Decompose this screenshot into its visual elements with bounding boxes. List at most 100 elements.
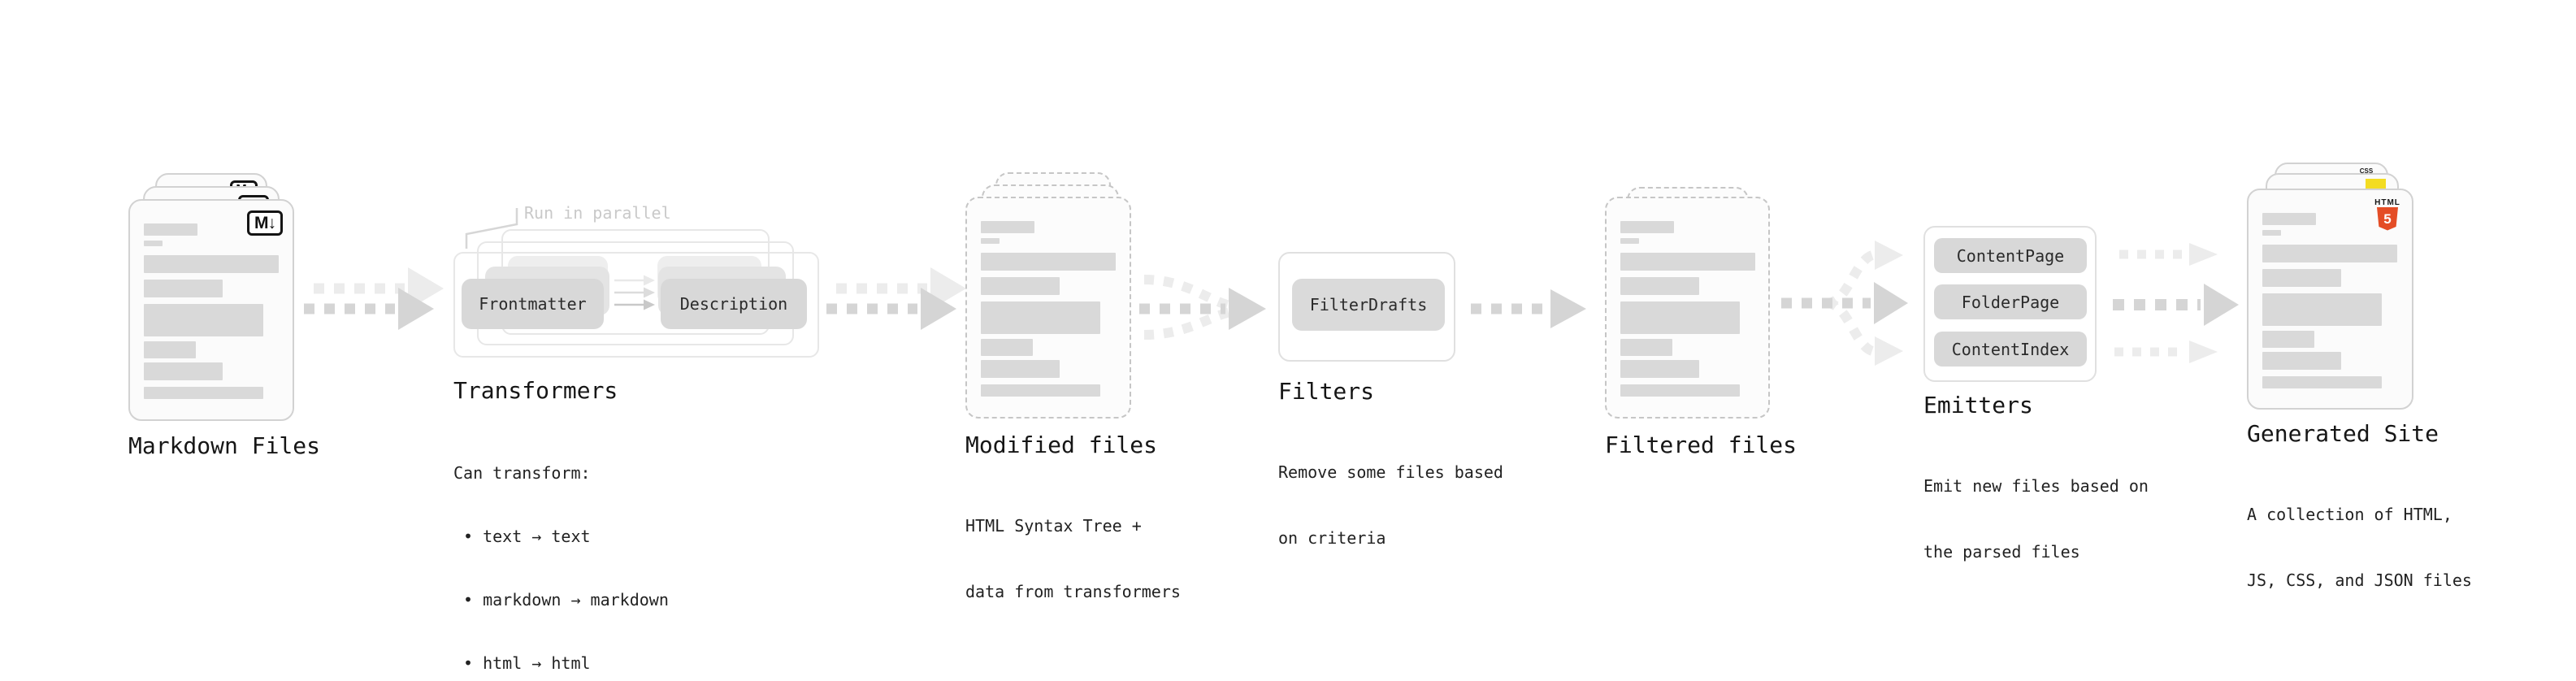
text-line-bar — [1620, 384, 1740, 397]
stage-filters: FilterDrafts Filters Remove some files b… — [1278, 252, 1522, 593]
stage-title: Markdown Files — [128, 432, 321, 459]
desc-line: on criteria — [1278, 528, 1386, 548]
emitter-plugin-box: ContentIndex — [1934, 332, 2087, 367]
stage-transformers: Run in parallel Frontmatter Descr — [453, 203, 835, 681]
text-line-bar — [144, 255, 279, 273]
arrow-fanout-filtered-to-emitters — [1781, 241, 1908, 366]
desc-bullet: • text → text — [463, 527, 591, 546]
desc-line: JS, CSS, and JSON files — [2247, 570, 2472, 590]
stage-markdown-files: M↓ M↓ M↓ Markdown Files — [128, 173, 388, 459]
text-line-bar — [2262, 245, 2397, 262]
arrows-emitters-to-generated — [2113, 243, 2239, 363]
svg-text:HTML: HTML — [2374, 198, 2400, 207]
file-content-placeholder — [981, 198, 1118, 397]
frontmatter-plugin-box: Frontmatter — [462, 279, 604, 329]
stage-description: Can transform: • text → text • markdown … — [453, 420, 835, 681]
filtered-files-stack — [1605, 187, 1865, 419]
stage-modified-files: Modified files HTML Syntax Tree + data f… — [965, 172, 1225, 647]
text-line-bar — [2262, 376, 2382, 388]
svg-text:5: 5 — [2383, 211, 2391, 227]
text-line-bar — [1620, 339, 1672, 356]
stage-generated-site: CSS HTML 5 — [2247, 163, 2539, 635]
svg-text:CSS: CSS — [2360, 167, 2374, 175]
text-line-bar — [981, 253, 1116, 271]
desc-line: A collection of HTML, — [2247, 505, 2452, 524]
plugin-arrow — [614, 275, 655, 286]
text-line-bar — [1620, 238, 1639, 244]
text-line-bar — [144, 304, 263, 336]
desc-line: HTML Syntax Tree + — [965, 516, 1142, 536]
plugin-arrow — [614, 287, 655, 298]
text-line-bar — [981, 238, 1000, 244]
transformer-layer-front — [453, 252, 819, 358]
emitters-graphic: ContentPage FolderPage ContentIndex — [1923, 226, 2167, 382]
text-line-bar — [1620, 277, 1699, 295]
text-line-bar — [2262, 331, 2314, 348]
text-line-bar — [981, 339, 1033, 356]
text-line-bar — [981, 384, 1100, 397]
text-line-bar — [144, 223, 197, 236]
filterdrafts-plugin-box: FilterDrafts — [1292, 279, 1445, 331]
transformer-layers-stack: Frontmatter Description — [453, 229, 819, 358]
desc-line: Can transform: — [453, 463, 591, 483]
transformers-graphic: Run in parallel Frontmatter Descr — [453, 203, 835, 358]
desc-line: Emit new files based on — [1923, 476, 2149, 496]
arrow-transformers-to-modified — [826, 267, 966, 330]
stage-title: Filtered files — [1605, 432, 1798, 458]
markdown-files-stack: M↓ M↓ M↓ — [128, 173, 388, 421]
filtered-file-card-front — [1605, 197, 1770, 419]
modified-files-stack — [965, 172, 1225, 419]
text-line-bar — [144, 241, 163, 246]
text-line-bar — [1620, 221, 1674, 233]
text-line-bar — [1620, 360, 1699, 378]
markdown-file-card-front: M↓ — [128, 199, 294, 421]
file-content-placeholder — [144, 201, 281, 399]
text-line-bar — [144, 280, 223, 297]
arrow-merge-modified-to-filters — [1139, 275, 1266, 340]
text-line-bar — [1620, 253, 1755, 271]
text-line-bar — [981, 360, 1060, 378]
stage-description: HTML Syntax Tree + data from transformer… — [965, 471, 1225, 647]
text-line-bar — [2262, 213, 2316, 225]
filters-graphic: FilterDrafts — [1278, 252, 1522, 362]
text-line-bar — [981, 277, 1060, 295]
generated-site-stack: CSS HTML 5 — [2247, 163, 2539, 410]
text-line-bar — [2262, 269, 2341, 287]
stage-description: Emit new files based on the parsed files — [1923, 432, 2167, 607]
run-in-parallel-label: Run in parallel — [524, 203, 671, 223]
callout-line — [465, 208, 518, 249]
arrow-markdown-to-transformers — [304, 267, 444, 330]
text-line-bar — [144, 387, 263, 399]
modified-file-card-front — [965, 197, 1131, 419]
text-line-bar — [2262, 230, 2281, 236]
stage-emitters: ContentPage FolderPage ContentIndex Emit… — [1923, 226, 2167, 607]
desc-bullet: • html → html — [463, 653, 591, 673]
stage-filtered-files: Filtered files — [1605, 187, 1865, 458]
html5-icon: HTML 5 — [2374, 198, 2400, 231]
desc-bullet: • markdown → markdown — [463, 590, 669, 609]
desc-line: data from transformers — [965, 582, 1181, 601]
plugin-arrow — [614, 299, 655, 310]
emitter-plugin-box: FolderPage — [1934, 284, 2087, 319]
text-line-bar — [2262, 352, 2341, 370]
desc-line: the parsed files — [1923, 542, 2080, 562]
desc-line: Remove some files based — [1278, 462, 1503, 482]
text-line-bar — [144, 341, 196, 358]
text-line-bar — [981, 301, 1100, 334]
stage-title: Emitters — [1923, 392, 2033, 419]
stage-title: Transformers — [453, 377, 618, 404]
html-file-card-front: HTML 5 — [2247, 189, 2413, 410]
stage-description: Remove some files based on criteria — [1278, 418, 1522, 593]
arrow-filters-to-filtered — [1471, 289, 1586, 328]
stage-description: A collection of HTML, JS, CSS, and JSON … — [2247, 460, 2539, 635]
stage-title: Generated Site — [2247, 420, 2439, 447]
text-line-bar — [144, 362, 223, 380]
file-content-placeholder — [2262, 190, 2400, 388]
file-content-placeholder — [1620, 198, 1757, 397]
text-line-bar — [2262, 293, 2382, 326]
html5-shield — [2377, 207, 2398, 231]
stage-title: Filters — [1278, 378, 1375, 405]
text-line-bar — [981, 221, 1034, 233]
markdown-icon: M↓ — [247, 210, 283, 236]
